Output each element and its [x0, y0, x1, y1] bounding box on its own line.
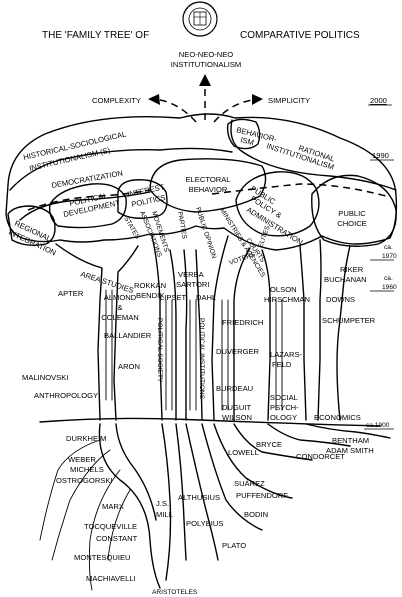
arrow-up-head-icon — [199, 74, 211, 86]
year-ca1970-b: 1970 — [382, 253, 397, 260]
year-ca1970-a: ca. — [384, 244, 393, 251]
sartori-label: SARTORI — [176, 280, 209, 289]
almond-line3: COLEMAN — [101, 313, 139, 322]
bentham-label: BENTHAM — [332, 436, 369, 445]
electoral-line1: ELECTORAL — [185, 175, 230, 184]
apter-label: APTER — [58, 289, 84, 298]
aristoteles-label: ARISTOTELES — [152, 589, 198, 596]
title-left: THE 'FAMILY TREE' OF — [42, 30, 149, 41]
arrow-complexity — [159, 99, 197, 123]
social-psych-line3: OLOGY — [270, 413, 297, 422]
year-1990: 1990 — [372, 151, 389, 160]
michels-label: MICHELS — [70, 465, 104, 474]
mill-label: MILL — [156, 510, 173, 519]
adam-smith-label: ADAM SMITH — [326, 446, 374, 455]
downs-label: DOWNS — [326, 295, 355, 304]
almond-line1: ALMOND — [104, 293, 137, 302]
simplicity-label: SIMPLICITY — [268, 96, 310, 105]
wilson-label: WILSON — [222, 413, 252, 422]
plato-label: PLATO — [222, 541, 246, 550]
political-institutions-label: POLITICAL INSTITUTIONS — [198, 318, 205, 400]
js-label: J.S. — [156, 499, 169, 508]
dahl-label: DAHL — [196, 293, 216, 302]
malinovski-label: MALINOVSKI — [22, 373, 68, 382]
elites-label: ELITES — [257, 224, 272, 248]
arrow-complexity-head-icon — [148, 94, 160, 105]
economics-label: ECONOMICS — [314, 413, 361, 422]
bryce-label: BRYCE — [256, 440, 282, 449]
public-choice-line1: PUBLIC — [338, 209, 366, 218]
university-seal-icon — [182, 1, 218, 37]
olson-label: OLSON — [270, 285, 297, 294]
duguit-label: DUGUIT — [222, 403, 251, 412]
complexity-label: COMPLEXITY — [92, 96, 141, 105]
bodin-label: BODIN — [244, 510, 268, 519]
anthropology-label: ANTHROPOLOGY — [34, 391, 98, 400]
states-label: STATES — [122, 216, 141, 241]
riker-label: RIKER — [340, 265, 364, 274]
year-2000: 2000 — [370, 96, 387, 105]
polybius-label: POLYBIUS — [186, 519, 223, 528]
rokkan-label: ROKKAN — [134, 281, 166, 290]
ostrogorski-label: OSTROGORSKI — [56, 476, 113, 485]
buchanan-label: BUCHANAN — [324, 275, 367, 284]
year-ca1960-b: 1960 — [382, 284, 397, 291]
durkheim-label: DURKHEIM — [66, 434, 107, 443]
lazarsfeld-line1: LAZARS- — [270, 350, 303, 359]
political-society-label: POLITICAL SOCIETY — [156, 318, 163, 383]
lazarsfeld-line2: FELD — [272, 360, 292, 369]
arrow-simplicity — [213, 99, 253, 123]
arrow-simplicity-head-icon — [252, 94, 263, 105]
montesquieu-label: MONTESQUIEU — [74, 553, 131, 562]
canopy — [5, 113, 398, 251]
title-right: COMPARATIVE POLITICS — [240, 30, 360, 41]
duverger-label: DUVERGER — [216, 347, 260, 356]
parties-label: PARTIES — [176, 211, 188, 240]
schumpeter-label: SCHUMPETER — [322, 316, 376, 325]
friedrich-label: FRIEDRICH — [222, 318, 263, 327]
hirschman-label: HIRSCHMAN — [264, 295, 310, 304]
althusius-label: ALTHUSIUS — [178, 493, 220, 502]
marx-label: MARX — [102, 502, 124, 511]
pufendorf-label: PUFFENDORF — [236, 491, 288, 500]
public-choice-line2: CHOICE — [337, 219, 367, 228]
aron-label: ARON — [118, 362, 140, 371]
behaviorism-line2: ISM — [240, 135, 255, 147]
ballandier-label: BALLANDIER — [104, 331, 152, 340]
constant-label: CONSTANT — [96, 534, 138, 543]
verba-label: VERBA — [178, 270, 205, 279]
year-ca1960-a: ca. — [384, 275, 393, 282]
almond-line2: & — [117, 303, 122, 312]
lipset-label: LIPSET — [160, 293, 187, 302]
social-psych-line2: PSYCH- — [270, 403, 299, 412]
suarez-label: SUÁREZ — [234, 479, 265, 488]
machiavelli-label: MACHIAVELLI — [86, 574, 136, 583]
roots — [39, 423, 391, 591]
trunk — [39, 235, 381, 427]
public-opinion-label: PUBLIC OPINION — [194, 206, 217, 259]
neo-neo-neo-line2: INSTITUTIONALISM — [171, 60, 241, 69]
neo-neo-neo-line1: NEO-NEO-NEO — [179, 50, 234, 59]
lowell-label: LOWELL — [228, 448, 259, 457]
burdeau-label: BURDEAU — [216, 384, 253, 393]
bendix-label: BENDIX — [136, 291, 164, 300]
social-psych-line1: SOCIAL — [270, 393, 298, 402]
electoral-line2: BEHAVIOR — [189, 185, 228, 194]
condorcet-label: CONDORCET — [296, 452, 345, 461]
weber-label: WEBER — [68, 455, 96, 464]
area-studies-label: AREA STUDIES — [79, 269, 134, 295]
tocqueville-label: TOCQUEVILLE — [84, 522, 137, 531]
